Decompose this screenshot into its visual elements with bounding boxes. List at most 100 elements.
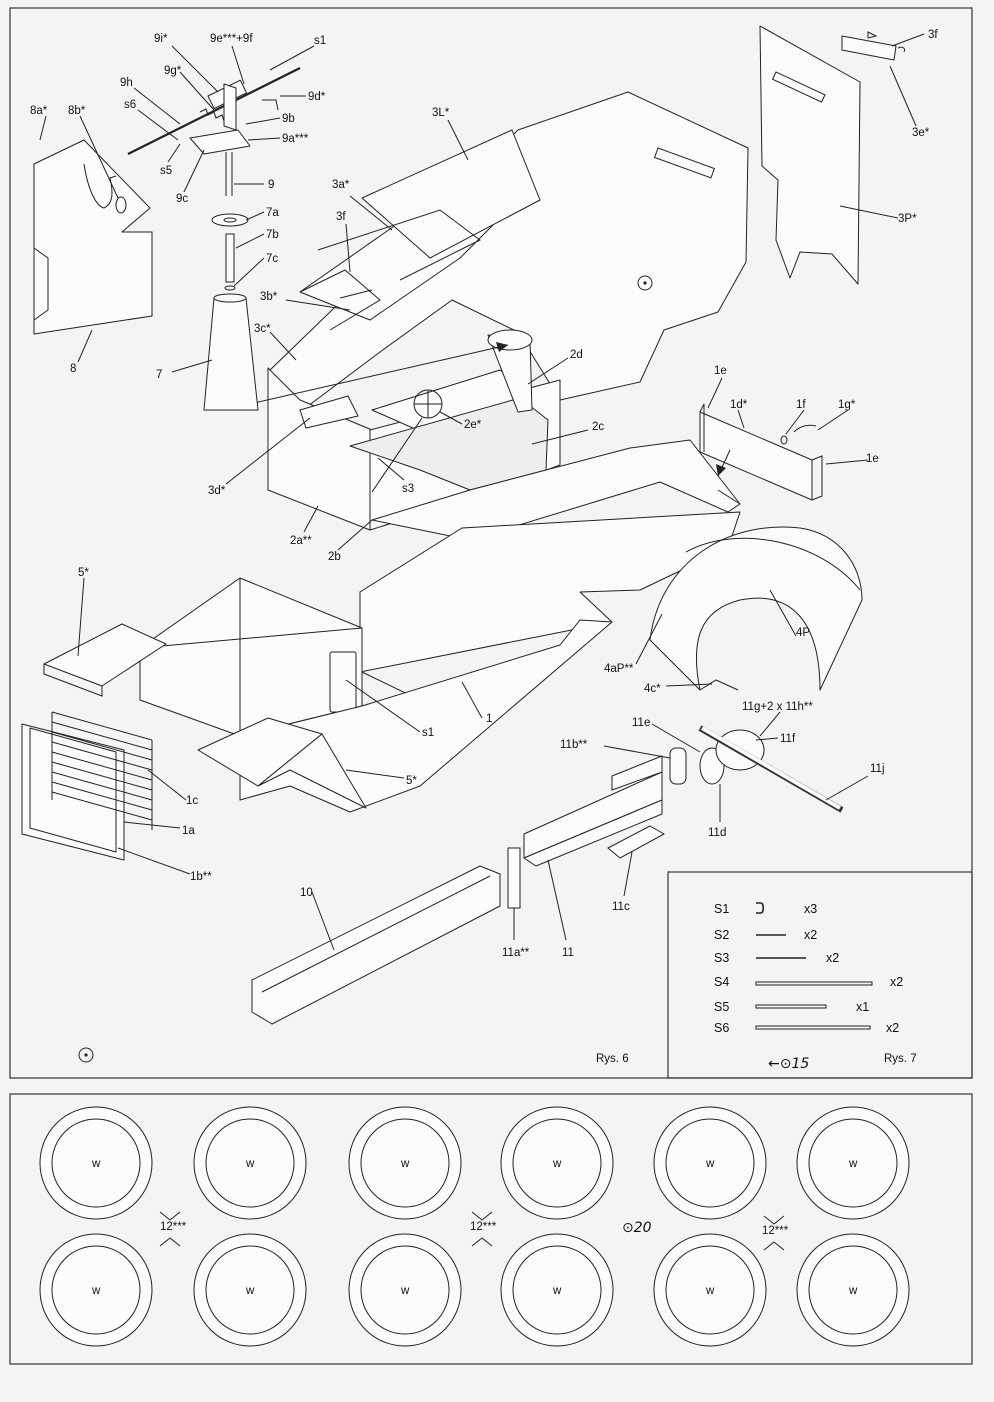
wheel-disc: w — [39, 1233, 153, 1347]
wheel-inner-ring — [808, 1245, 898, 1335]
wheel-label: w — [400, 1285, 410, 1297]
label-11c: 11c — [612, 901, 630, 913]
wheel-inner-ring — [360, 1245, 450, 1335]
label-8b: 8b* — [68, 105, 86, 117]
wheel-label: w — [705, 1285, 715, 1297]
label-s1-top: s1 — [314, 35, 326, 47]
wire-name-s5: S5 — [714, 1000, 729, 1014]
label-9b: 9b — [282, 113, 295, 125]
wire-table: S1 x3 S2 x2 S3 x2 S4 x2 S5 x1 S6 x2 ←⊙15 — [714, 902, 903, 1072]
label-8: 8 — [70, 363, 76, 375]
figure-label-rys6: Rys. 6 — [596, 1053, 629, 1065]
wheel-disc: w — [500, 1106, 614, 1220]
wheel-outer-ring — [796, 1106, 910, 1220]
leader-lines — [39, 33, 925, 951]
handwritten-sheet-20: ⊙20 — [622, 1220, 652, 1236]
label-9c: 9c — [176, 193, 188, 205]
label-2e: 2e* — [464, 419, 482, 431]
label-s6: s6 — [124, 99, 136, 111]
wheel-inner-ring — [665, 1245, 755, 1335]
label-s5: s5 — [160, 165, 172, 177]
wheel-disc: w — [500, 1233, 614, 1347]
label-2a: 2a** — [290, 535, 312, 547]
label-1c: 1c — [186, 795, 198, 807]
wheel-disc: w — [796, 1233, 910, 1347]
wire-name-s2: S2 — [714, 928, 729, 942]
wire-name-s1: S1 — [714, 902, 729, 916]
rys7-frame — [667, 871, 973, 1079]
hull-upper-part — [231, 91, 749, 531]
wire-qty-s5: x1 — [856, 1000, 869, 1014]
wire-qty-s1: x3 — [804, 902, 817, 916]
wheel-disc: w — [193, 1233, 307, 1347]
wire-s6-shape — [755, 1025, 871, 1030]
label-4P: 4P — [796, 627, 810, 639]
label-1e-top: 1e — [714, 365, 727, 377]
wheel-outer-ring — [653, 1106, 767, 1220]
grille-parts — [21, 711, 153, 861]
wheel-inner-ring — [808, 1118, 898, 1208]
label-11e: 11e — [632, 717, 650, 729]
label-1: 1 — [486, 713, 492, 725]
wheel-disc: w — [653, 1233, 767, 1347]
wheel-label-12-right: 12*** — [762, 1225, 789, 1237]
cross-marker-icon — [471, 1211, 493, 1247]
label-9h: 9h — [120, 77, 133, 89]
label-9i: 9i* — [154, 33, 168, 45]
label-1g: 1g* — [838, 399, 856, 411]
label-s3: s3 — [402, 483, 414, 495]
wheel-inner-ring — [360, 1118, 450, 1208]
wheel-outer-ring — [348, 1233, 462, 1347]
label-1d: 1d* — [730, 399, 748, 411]
wheel-disc: w — [796, 1106, 910, 1220]
part-8 — [33, 139, 153, 335]
wire-s1-shape — [756, 902, 765, 914]
label-1f: 1f — [796, 399, 806, 411]
wire-s4-shape — [755, 981, 873, 986]
wheel-label: w — [848, 1158, 858, 1170]
label-3f: 3f — [336, 211, 346, 223]
label-11g-11h: 11g+2 x 11h** — [742, 701, 813, 713]
upper-frame — [9, 7, 973, 1079]
wheel-label: w — [848, 1285, 858, 1297]
wheel-outer-ring — [653, 1233, 767, 1347]
wheel-label: w — [552, 1158, 562, 1170]
part-labels: 9i* 9e***+9f s1 9d* 9g* 9h s6 9b 9a*** s… — [30, 29, 938, 959]
wire-qty-s4: x2 — [890, 975, 903, 989]
wheel-inner-ring — [205, 1245, 295, 1335]
wire-qty-s2: x2 — [804, 928, 817, 942]
wheel-label-12-center: 12*** — [470, 1221, 497, 1233]
label-8a: 8a* — [30, 105, 48, 117]
panel-3P — [759, 25, 905, 285]
wheel-outer-ring — [348, 1106, 462, 1220]
gun-assembly-9 — [127, 67, 301, 196]
cross-marker-icon — [159, 1211, 181, 1247]
label-1b: 1b** — [190, 871, 212, 883]
wheel-frame — [9, 1093, 973, 1365]
label-2d: 2d — [570, 349, 583, 361]
label-7c: 7c — [266, 253, 278, 265]
wheel-inner-ring — [665, 1118, 755, 1208]
label-9a: 9a*** — [282, 133, 309, 145]
wheel-label: w — [245, 1285, 255, 1297]
label-3L: 3L* — [432, 107, 450, 119]
wheel-label: w — [705, 1158, 715, 1170]
post-7-parts — [203, 213, 259, 411]
label-10: 10 — [300, 887, 313, 899]
wheel-disc: w — [193, 1106, 307, 1220]
wire-name-s3: S3 — [714, 951, 729, 965]
wheel-disc: w — [348, 1106, 462, 1220]
wheel-outer-ring — [193, 1233, 307, 1347]
wheel-disc: w — [348, 1233, 462, 1347]
wheel-label: w — [552, 1285, 562, 1297]
label-9g: 9g* — [164, 65, 182, 77]
label-4aP: 4aP** — [604, 663, 634, 675]
label-11a: 11a** — [502, 947, 530, 959]
label-2b: 2b — [328, 551, 341, 563]
label-5-left: 5* — [78, 567, 89, 579]
wheel-disc: w — [39, 1106, 153, 1220]
label-11d: 11d — [708, 827, 726, 839]
wheel-label: w — [91, 1285, 101, 1297]
wire-name-s4: S4 — [714, 975, 729, 989]
